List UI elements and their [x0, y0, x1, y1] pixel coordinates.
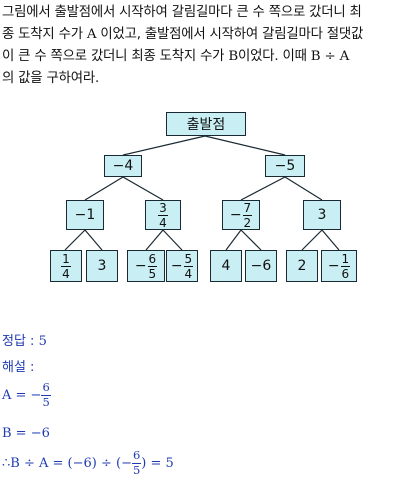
- tree-node-l3-2: 3: [86, 250, 118, 282]
- problem-line-1: 그림에서 출발점에서 시작하여 갈림길마다 큰 수 쪽으로 갔더니 최: [2, 5, 362, 20]
- var-b: B: [228, 49, 239, 64]
- tree-node-l3-6: −6: [245, 250, 277, 282]
- problem-line-4: 의 값을 구하여라.: [2, 71, 100, 86]
- var-a: A: [86, 27, 97, 42]
- problem-line-3: 이 큰 수 쪽으로 갔더니 최종 도착지 수가 B이었다. 이때 B ÷ A: [2, 49, 350, 64]
- tree-connectors: [64, 135, 340, 251]
- answer-value: 5: [38, 334, 47, 349]
- tree-node-l1-right: −5: [265, 155, 305, 177]
- tree-node-l2-4: 3: [303, 200, 341, 230]
- solution-b-line: B = −6: [2, 426, 50, 441]
- problem-line-2: 종 도착지 수가 A 이었고, 출발점에서 시작하여 갈림길마다 절댓값: [2, 27, 364, 42]
- tree-node-l3-5: 4: [210, 250, 242, 282]
- tree-root-node: 출발점: [166, 112, 246, 136]
- tree-node-l3-7: 2: [286, 250, 318, 282]
- tree-node-l1-left: −4: [104, 155, 142, 177]
- expr-b-div-a: B ÷ A: [310, 49, 350, 64]
- tree-node-l2-1: −1: [66, 200, 104, 230]
- explanation-label: 해설 :: [2, 360, 35, 375]
- answer-line: 정답 : 5: [2, 334, 47, 349]
- problem-text: 그림에서 출발점에서 시작하여 갈림길마다 큰 수 쪽으로 갔더니 최 종 도착…: [2, 2, 398, 90]
